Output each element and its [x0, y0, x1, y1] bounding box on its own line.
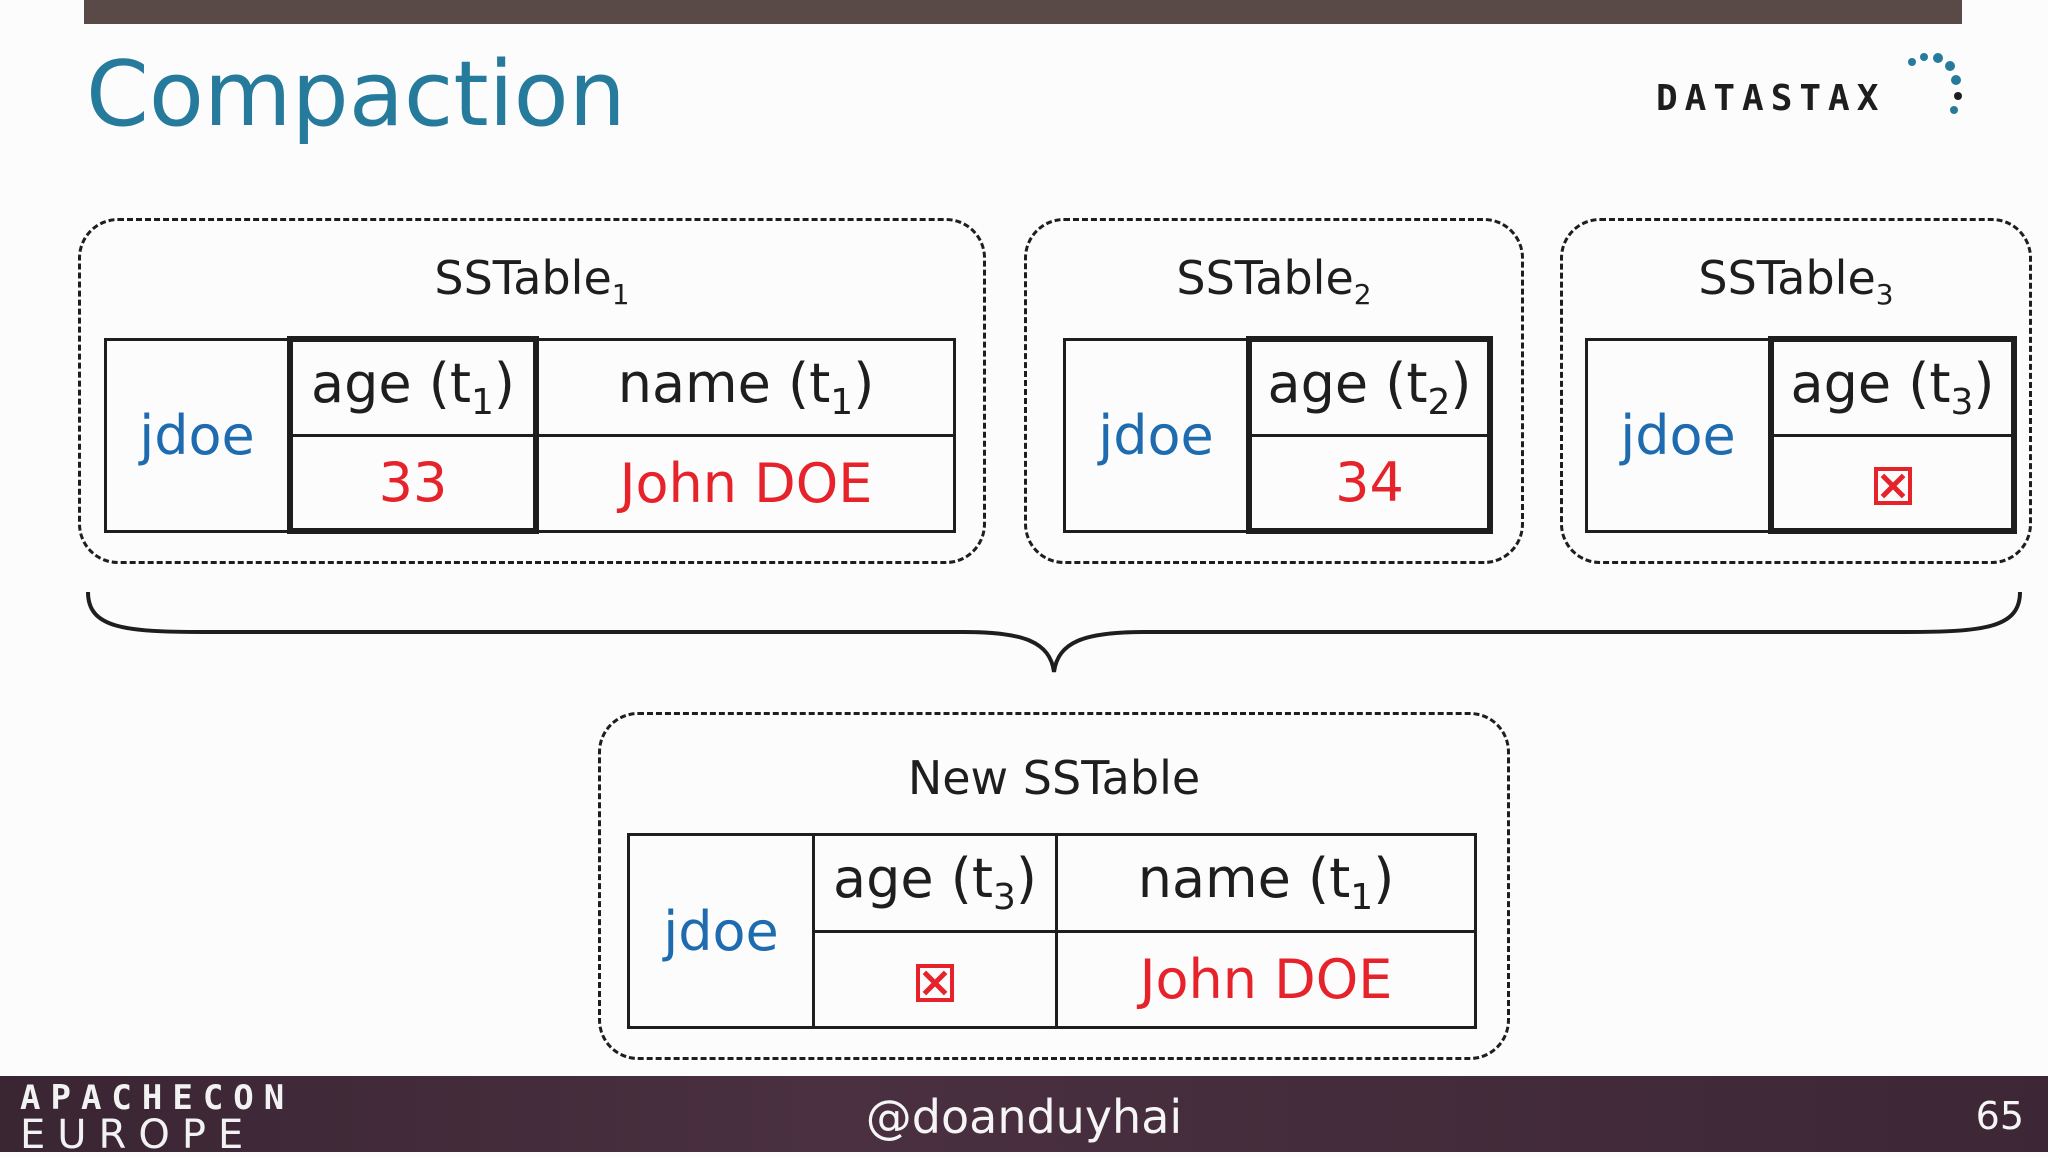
- cell-age-tombstone: [812, 929, 1058, 1029]
- speaker-handle: @doanduyhai: [865, 1090, 1183, 1144]
- cell-name-value: John DOE: [534, 433, 956, 533]
- tombstone-icon: [1873, 467, 1912, 506]
- sstable-3-title: SSTable3: [1698, 251, 1894, 312]
- cell-name-value: John DOE: [1055, 929, 1477, 1029]
- row-key: jdoe: [104, 337, 292, 533]
- sstable-1-title: SSTable1: [434, 251, 630, 312]
- sstable-2-title: SSTable2: [1176, 251, 1372, 312]
- apachecon-logo-line2: EUROPE: [20, 1112, 256, 1158]
- new-sstable-title: New SSTable: [907, 751, 1201, 805]
- column-header-age: age (t3): [1768, 336, 2017, 437]
- datastax-logo-dots-icon: [1908, 53, 1962, 114]
- row-key: jdoe: [1585, 337, 1773, 533]
- apachecon-logo-line1: APACHECON: [20, 1078, 295, 1118]
- cell-age-value: 34: [1246, 433, 1493, 534]
- sstable-2-table: jdoe age (t2) 34: [1063, 336, 1493, 534]
- sstable-1-table: jdoe age (t1) name (t1) 33 John DOE: [104, 336, 956, 534]
- tombstone-icon: [916, 964, 954, 1003]
- row-key: jdoe: [627, 833, 815, 1029]
- page-number: 65: [1975, 1094, 2024, 1138]
- slide-title: Compaction: [86, 42, 626, 147]
- column-header-name: name (t1): [1055, 833, 1477, 933]
- row-key: jdoe: [1063, 337, 1251, 533]
- top-bar: [84, 0, 1962, 24]
- cell-age-value: 33: [287, 433, 539, 534]
- sstable-3-table: jdoe age (t3): [1585, 336, 2017, 534]
- new-sstable-table: jdoe age (t3) name (t1) John DOE: [627, 833, 1477, 1029]
- column-header-name: name (t1): [534, 337, 956, 437]
- new-sstable-frame: New SSTable jdoe age (t3) name (t1) John…: [598, 712, 1510, 1060]
- sstable-3-frame: SSTable3 jdoe age (t3): [1560, 218, 2032, 564]
- sstable-2-frame: SSTable2 jdoe age (t2) 34: [1024, 218, 1524, 564]
- cell-age-tombstone: [1768, 433, 2017, 534]
- merge-brace: [86, 591, 2022, 673]
- footer-bar: [0, 1076, 2048, 1152]
- column-header-age: age (t3): [812, 833, 1058, 933]
- column-header-age: age (t1): [287, 336, 539, 437]
- datastax-logo: DATASTAX: [1656, 78, 1886, 119]
- sstable-1-frame: SSTable1 jdoe age (t1) name (t1) 33 John…: [78, 218, 986, 564]
- column-header-age: age (t2): [1246, 336, 1493, 437]
